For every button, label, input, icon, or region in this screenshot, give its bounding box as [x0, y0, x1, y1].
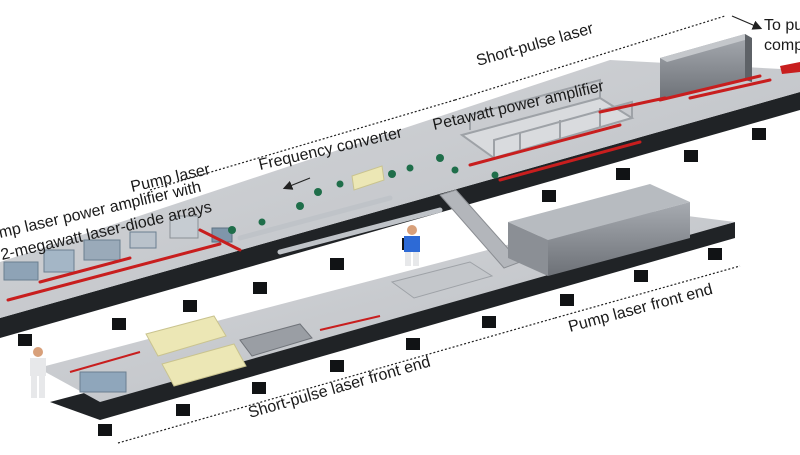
petawatt-amplifier-frame: [459, 78, 635, 160]
optic-mounts: [228, 154, 499, 234]
pump-front-end-span: [554, 265, 741, 319]
label-to-compressor-2: comp: [764, 37, 800, 54]
compressor-beam-exit: [780, 62, 800, 74]
lower-equipment: [69, 184, 690, 393]
lower-table-legs: [98, 248, 722, 436]
frequency-converter-crate: [351, 165, 385, 191]
front-end-crate-1: [145, 315, 227, 357]
to-compressor-arrow: [731, 15, 763, 30]
upper-equipment: [3, 34, 800, 302]
laser-beams-lower: [69, 315, 381, 373]
pump-front-end-enclosure: [508, 184, 690, 276]
lower-module-b: [239, 323, 313, 357]
front-end-crate-2: [161, 343, 247, 387]
lower-module-a: [390, 261, 494, 299]
front-end-module: [79, 371, 127, 393]
person-lower: [30, 347, 46, 398]
short-pulse-laser-span: [454, 15, 726, 101]
laser-beams-upper: [6, 74, 772, 302]
upper-table-legs: [18, 128, 766, 346]
person-upper: [404, 225, 420, 266]
dimension-lines: [117, 15, 741, 444]
beam-tubes: [237, 195, 443, 255]
pump-amplifier-modules: [3, 215, 233, 281]
pump-laser-span: [149, 99, 456, 191]
frequency-converter-arrow: [282, 177, 311, 190]
label-pump-laser-front-end: Pump laser front end: [567, 281, 715, 336]
label-to-compressor-1: To pu: [764, 17, 800, 34]
